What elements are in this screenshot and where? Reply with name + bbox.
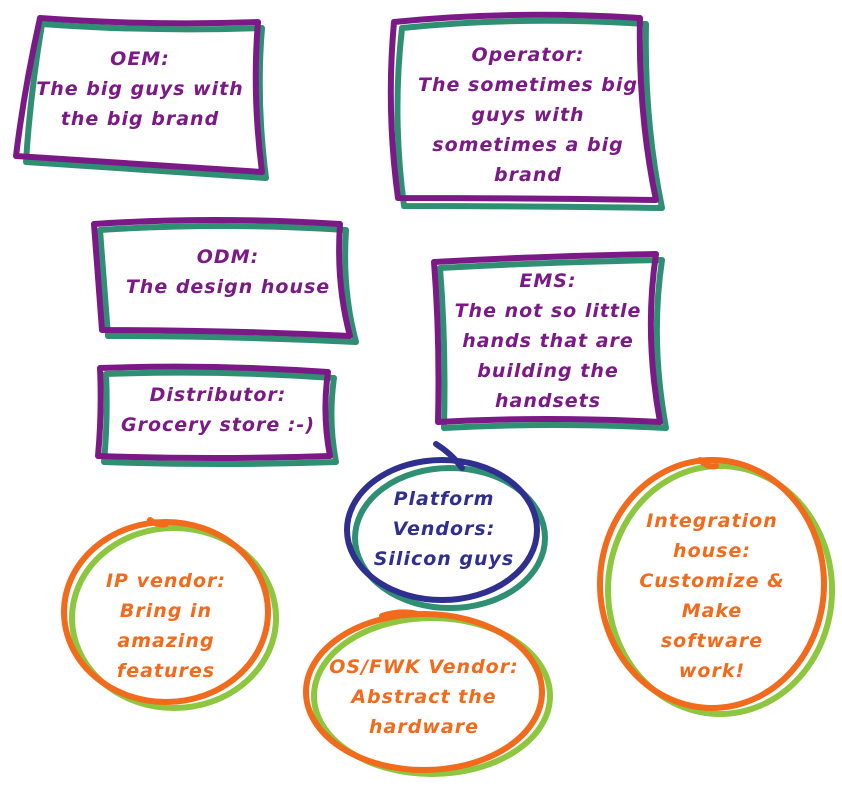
- operator-line-4: brand: [494, 164, 562, 186]
- oem-box-shadow: [23, 21, 269, 181]
- operator-box: [387, 11, 665, 211]
- ip-vendor-bubble: [61, 517, 279, 711]
- distributor-box-outline: [95, 363, 333, 461]
- oem-title: OEM:: [110, 48, 170, 70]
- oem-line-1: The big guys with: [36, 78, 244, 100]
- integration-line-3: software: [660, 630, 764, 652]
- os-fwk-line-1: Abstract the: [351, 686, 497, 708]
- oem-line-2: the big brand: [60, 108, 220, 130]
- ip-vendor-label: IP vendor: Bring in amazing features: [76, 566, 256, 686]
- ems-box-outline: [431, 251, 663, 425]
- platform-title-1: Platform: [393, 488, 495, 510]
- oem-box: [13, 15, 269, 181]
- os-fwk-label: OS/FWK Vendor: Abstract the hardware: [316, 652, 532, 742]
- odm-line-1: The design house: [125, 276, 331, 298]
- odm-title: ODM:: [196, 246, 260, 268]
- operator-label: Operator: The sometimes big guys with so…: [400, 40, 656, 190]
- distributor-box: [95, 363, 339, 467]
- ems-box: [431, 251, 669, 431]
- ems-line-1: The not so little: [454, 300, 642, 322]
- distributor-box-shadow: [101, 369, 339, 467]
- ems-line-3: building the: [477, 360, 619, 382]
- odm-box: [91, 217, 359, 345]
- platform-line-1: Silicon guys: [373, 548, 515, 570]
- ems-line-2: hands that are: [462, 330, 634, 352]
- distributor-label: Distributor: Grocery store :-): [100, 380, 336, 440]
- ems-line-4: handsets: [494, 390, 602, 412]
- integration-bubble: [597, 457, 835, 717]
- platform-bubble-tail: [433, 441, 465, 471]
- integration-title-1: Integration: [646, 510, 778, 532]
- integration-line-4: work!: [678, 660, 746, 682]
- ip-vendor-line-3: features: [116, 660, 216, 682]
- odm-box-shadow: [97, 223, 359, 345]
- oem-label: OEM: The big guys with the big brand: [30, 44, 250, 134]
- ip-vendor-bubble-shadow: [69, 525, 279, 711]
- ip-vendor-title: IP vendor:: [105, 570, 227, 592]
- integration-bubble-shadow: [605, 463, 835, 717]
- integration-line-2: Make: [681, 600, 743, 622]
- oem-box-outline: [13, 15, 265, 175]
- ems-box-shadow: [437, 257, 669, 431]
- integration-line-1: Customize &: [639, 570, 785, 592]
- integration-label: Integration house: Customize & Make soft…: [614, 506, 810, 686]
- integration-bubble-outline: [597, 457, 827, 711]
- platform-label: Platform Vendors: Silicon guys: [354, 484, 534, 574]
- distributor-line-1: Grocery store :-): [120, 414, 316, 436]
- ems-label: EMS: The not so little hands that are bu…: [432, 266, 664, 416]
- os-fwk-line-2: hardware: [369, 716, 479, 738]
- os-fwk-bubble-outline: [303, 611, 545, 773]
- os-fwk-bubble-shadow: [311, 615, 553, 777]
- odm-box-outline: [91, 217, 353, 339]
- platform-title-2: Vendors:: [392, 518, 496, 540]
- os-fwk-bubble: [303, 609, 553, 777]
- platform-bubble: [344, 441, 548, 611]
- distributor-title: Distributor:: [149, 384, 287, 406]
- os-fwk-bubble-tail: [379, 609, 421, 619]
- odm-label: ODM: The design house: [110, 242, 346, 302]
- ip-vendor-line-2: amazing: [117, 630, 215, 652]
- ems-title: EMS:: [519, 270, 577, 292]
- operator-line-1: The sometimes big: [418, 74, 638, 96]
- ip-vendor-bubble-tail: [147, 517, 169, 528]
- operator-title: Operator:: [471, 44, 585, 66]
- operator-line-2: guys with: [471, 104, 585, 126]
- operator-box-shadow: [394, 17, 665, 211]
- platform-bubble-outline: [344, 457, 540, 603]
- ip-vendor-line-1: Bring in: [119, 600, 213, 622]
- platform-bubble-shadow: [352, 465, 548, 611]
- operator-box-outline: [387, 11, 659, 203]
- os-fwk-title: OS/FWK Vendor:: [329, 656, 519, 678]
- integration-title-2: house:: [673, 540, 751, 562]
- integration-bubble-tail: [697, 457, 719, 470]
- operator-line-3: sometimes a big: [432, 134, 624, 156]
